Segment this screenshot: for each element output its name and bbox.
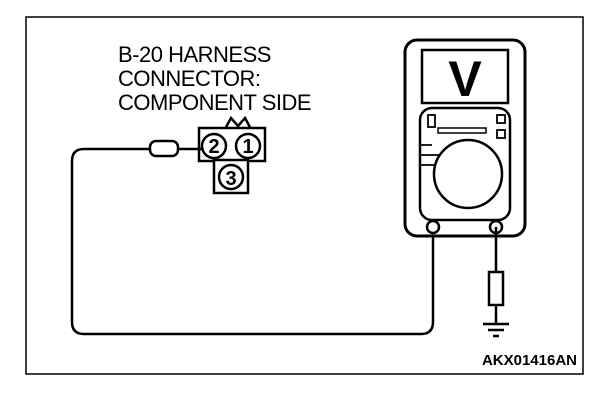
pin-3-label: 3 [225, 168, 236, 190]
multimeter [403, 38, 527, 238]
pin-2-label: 2 [208, 136, 219, 158]
meter-display [420, 48, 510, 105]
figure-code: AKX01416AN [482, 352, 577, 369]
voltmeter-v-icon: V [448, 51, 482, 107]
resistor-icon [487, 270, 505, 307]
probe-plug-icon [148, 139, 202, 158]
pin-3-circle [217, 163, 245, 191]
pin-1-label: 1 [242, 136, 253, 158]
meter-com-jack [425, 219, 441, 235]
ground-symbol-icon [483, 322, 509, 338]
meter-button-top [496, 114, 506, 124]
meter-switch-small [427, 114, 436, 128]
meter-dial-icon [432, 138, 504, 210]
ground-lead [487, 227, 505, 324]
meter-range-bar [437, 127, 487, 134]
meter-button-bottom [496, 129, 506, 139]
test-lead-wire [70, 147, 435, 336]
meter-range-marks [421, 144, 440, 166]
pin-1-circle [234, 132, 262, 160]
connector-lock-tab [223, 115, 253, 130]
connector-label-line-1: B-20 HARNESS [118, 42, 271, 67]
connector-label-line-3: COMPONENT SIDE [118, 90, 311, 115]
figure-frame [25, 16, 584, 375]
harness-connector [197, 115, 267, 195]
connector-label-line-2: CONNECTOR: [118, 66, 261, 91]
pin-2-circle [200, 132, 228, 160]
